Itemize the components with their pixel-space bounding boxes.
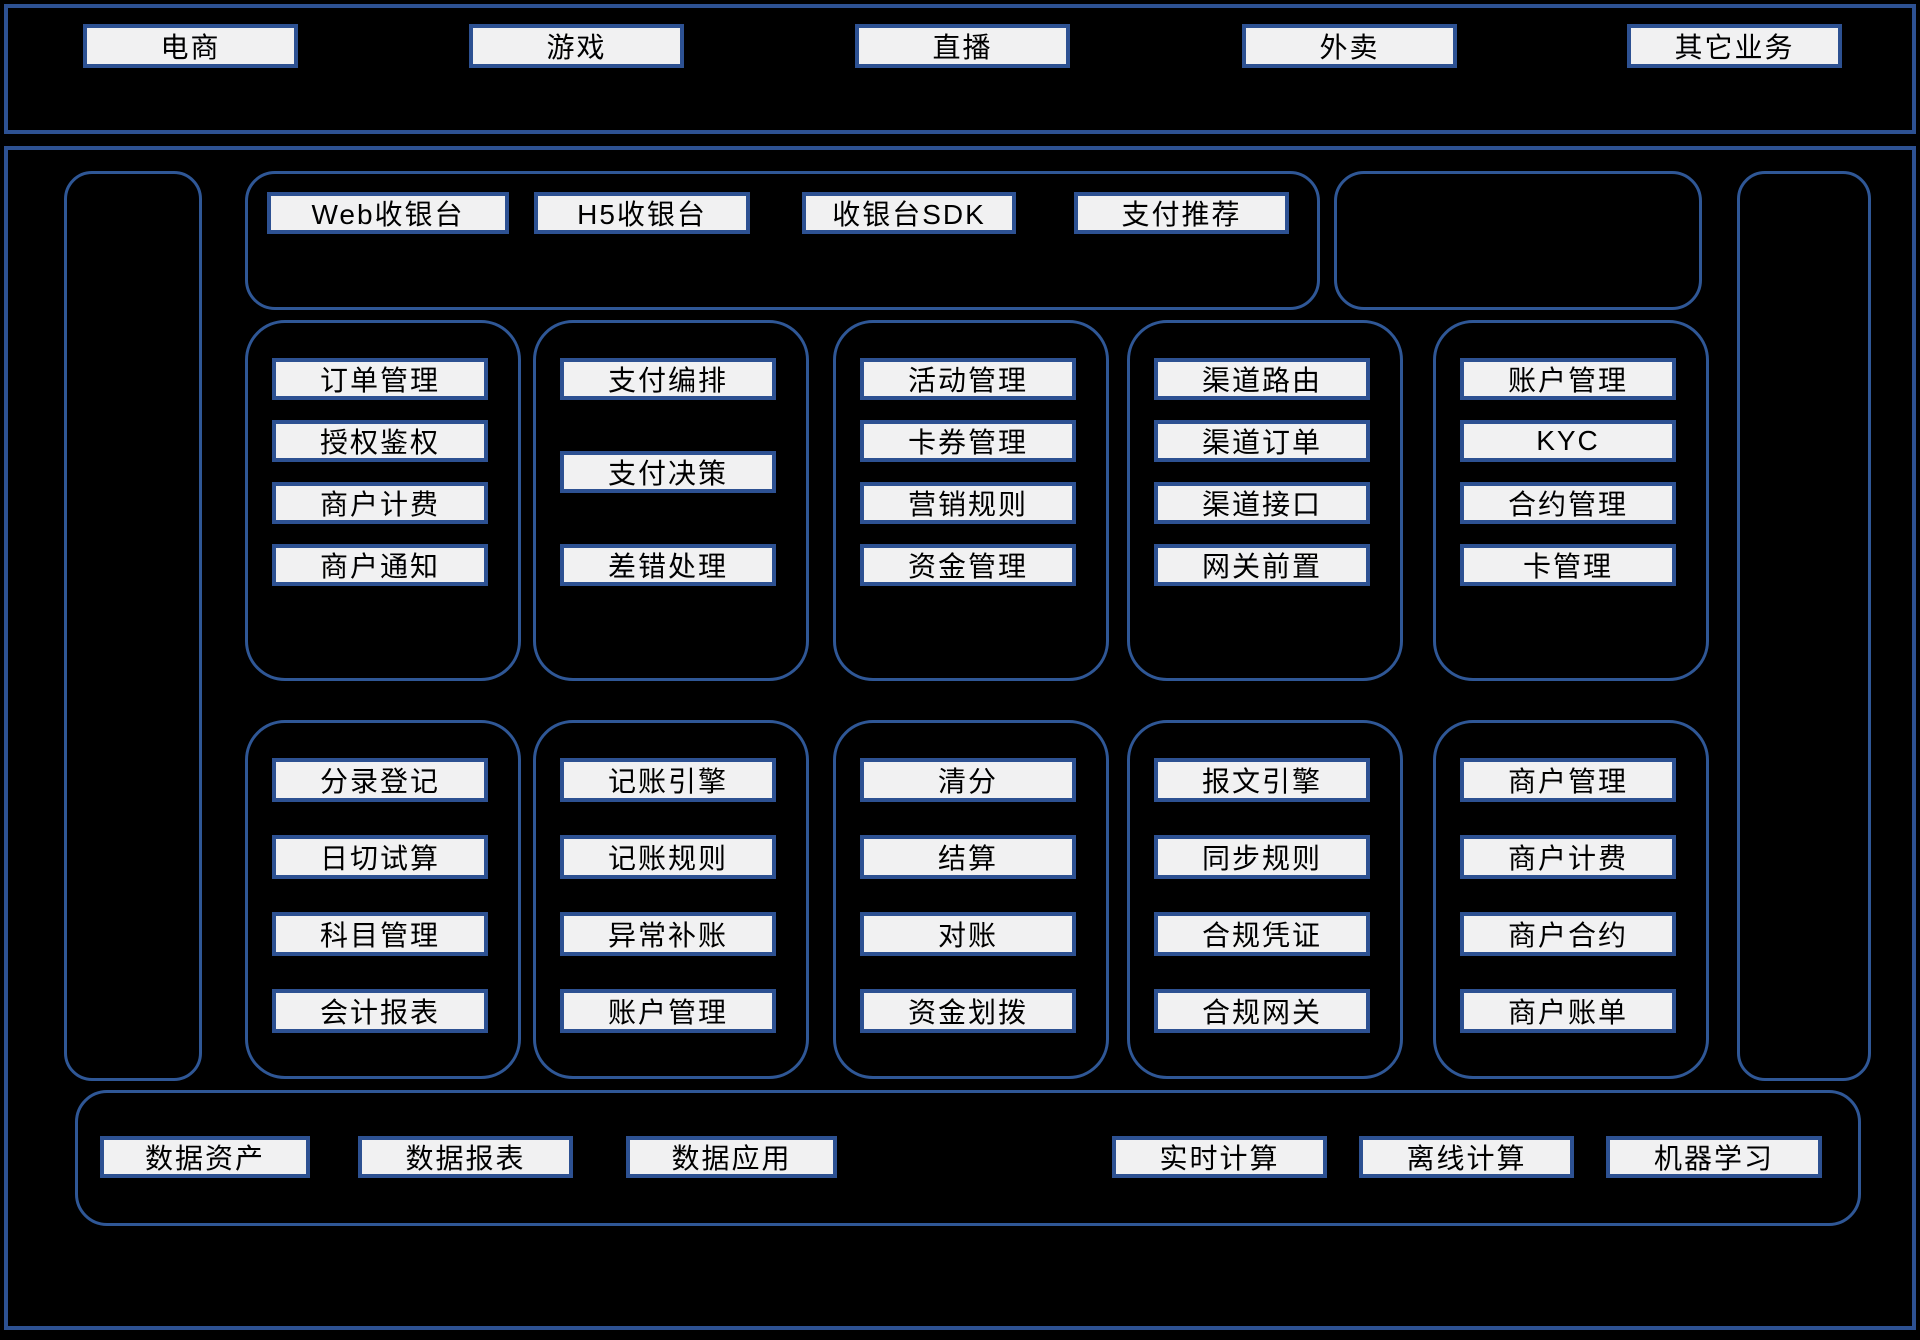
module-box: 合约管理: [1460, 482, 1676, 524]
module-box: KYC: [1460, 420, 1676, 462]
module-box: 记账引擎: [560, 758, 776, 802]
business-item-box: 电商: [83, 24, 298, 68]
left-pillar-panel: [64, 171, 202, 1081]
module-box: 网关前置: [1154, 544, 1370, 586]
module-box: 商户通知: [272, 544, 488, 586]
module-box: 科目管理: [272, 912, 488, 956]
module-box: 账户管理: [560, 989, 776, 1033]
module-box: 账户管理: [1460, 358, 1676, 400]
business-item-box: 其它业务: [1627, 24, 1842, 68]
module-box: 商户计费: [272, 482, 488, 524]
module-box: 卡券管理: [860, 420, 1076, 462]
module-box: 分录登记: [272, 758, 488, 802]
module-box: 同步规则: [1154, 835, 1370, 879]
module-box: 记账规则: [560, 835, 776, 879]
module-box: 对账: [860, 912, 1076, 956]
module-box: 支付编排: [560, 358, 776, 400]
cashier-item-box: 收银台SDK: [802, 192, 1016, 234]
module-box: 资金划拨: [860, 989, 1076, 1033]
data-item-box: 数据报表: [358, 1136, 573, 1178]
data-item-box: 机器学习: [1606, 1136, 1822, 1178]
module-box: 营销规则: [860, 482, 1076, 524]
business-item-box: 直播: [855, 24, 1070, 68]
data-item-box: 离线计算: [1359, 1136, 1574, 1178]
module-box: 商户管理: [1460, 758, 1676, 802]
module-box: 授权鉴权: [272, 420, 488, 462]
module-box: 日切试算: [272, 835, 488, 879]
business-item-box: 外卖: [1242, 24, 1457, 68]
module-box: 卡管理: [1460, 544, 1676, 586]
module-box: 资金管理: [860, 544, 1076, 586]
module-box: 渠道路由: [1154, 358, 1370, 400]
module-box: 商户计费: [1460, 835, 1676, 879]
module-box: 商户合约: [1460, 912, 1676, 956]
cashier-item-box: 支付推荐: [1074, 192, 1289, 234]
module-box: 渠道订单: [1154, 420, 1370, 462]
business-item-box: 游戏: [469, 24, 684, 68]
module-box: 会计报表: [272, 989, 488, 1033]
module-box: 支付决策: [560, 451, 776, 493]
module-box: 结算: [860, 835, 1076, 879]
module-box: 合规凭证: [1154, 912, 1370, 956]
module-box: 异常补账: [560, 912, 776, 956]
module-box: 订单管理: [272, 358, 488, 400]
data-item-box: 数据应用: [626, 1136, 837, 1178]
data-item-box: 实时计算: [1112, 1136, 1327, 1178]
module-box: 报文引擎: [1154, 758, 1370, 802]
data-layer-panel: [75, 1090, 1861, 1226]
cashier-item-box: Web收银台: [267, 192, 509, 234]
module-box: 差错处理: [560, 544, 776, 586]
cashier-access-empty-panel: [1334, 171, 1702, 310]
module-box: 渠道接口: [1154, 482, 1370, 524]
module-box: 活动管理: [860, 358, 1076, 400]
right-pillar-panel: [1737, 171, 1871, 1081]
cashier-item-box: H5收银台: [534, 192, 750, 234]
module-box: 清分: [860, 758, 1076, 802]
data-item-box: 数据资产: [100, 1136, 310, 1178]
module-box: 商户账单: [1460, 989, 1676, 1033]
module-box: 合规网关: [1154, 989, 1370, 1033]
